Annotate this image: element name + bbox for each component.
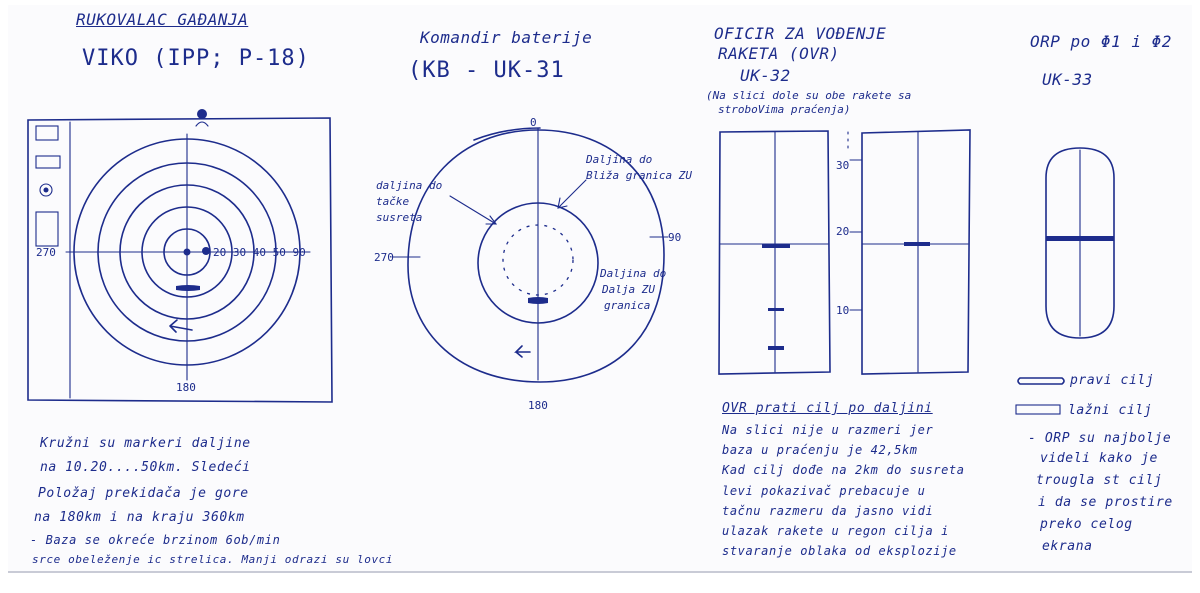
center-dot [183, 248, 191, 256]
strip-button-1 [35, 125, 59, 141]
p1-note-5: - Baza se okreće brzinom 6ob/min [30, 533, 281, 547]
p2-label-tacke-1: daljina do [376, 179, 443, 192]
p2-subtitle: (KB - UK-31 [408, 58, 565, 83]
north-marker [197, 109, 207, 119]
p3-note-6: tačnu razmeru da jasno vidi [722, 504, 934, 518]
p3-subtitle: UK-32 [740, 66, 791, 85]
p3-tick-10: 10 [836, 304, 850, 317]
p3-caption-1: (Na slici dole su obe rakete sa [706, 89, 912, 102]
ovr-left-strobe-1 [762, 244, 790, 248]
p1-range-scale: 20 30 40 50 90 [213, 246, 306, 259]
p2-label-dalja-2: Dalja ZU [602, 283, 655, 296]
north-cap [195, 121, 209, 127]
p4-note-6: ekrana [1042, 539, 1093, 554]
p3-caption-2: stroboVima praćenja) [718, 103, 851, 116]
p2-label-bliza-2: Bliža granica ZU [586, 169, 692, 182]
p3-tick-30: 30 [836, 159, 850, 172]
p4-note-1: - ORP su najbolje [1028, 431, 1172, 446]
ovr-left-strobe-2 [768, 308, 784, 311]
ppi-screen [27, 109, 333, 403]
ovr-right-strobe [904, 242, 930, 246]
outer-screen [407, 129, 665, 383]
orp-screen-outline [1045, 147, 1115, 339]
p3-tick-20: 20 [836, 225, 850, 238]
target-blip-2 [176, 285, 200, 291]
arrow-bliza [557, 179, 587, 209]
ovr-scale-ticks [849, 159, 863, 311]
p3-title: OFICIR ZA VOĐENJE [714, 24, 887, 43]
orp-screen [1015, 147, 1115, 415]
p1-subtitle: VIKO (IPP; P-18) [82, 46, 310, 71]
p4-note-2: videli kako je [1040, 451, 1158, 466]
orp-target-band [1046, 236, 1114, 241]
p4-title: ORP po Φ1 i Φ2 [1030, 32, 1172, 51]
p1-note-3: Položaj prekidača je gore [38, 486, 249, 501]
p2-label-tacke-3: susreta [376, 211, 423, 224]
p3-note-3: baza u praćenju je 42,5km [722, 443, 918, 457]
p3-note-7: ulazak rakete u regon cilja i [722, 524, 949, 538]
ovr-left-strobe-3 [768, 346, 784, 350]
kb-top-arc [473, 127, 541, 141]
strip-slot [35, 211, 59, 247]
p4-note-3: trougla st cilj [1036, 473, 1163, 488]
p2-tick-180: 180 [528, 399, 548, 412]
p1-note-2: na 10.20....50km. Sledeći [40, 460, 251, 475]
p3-title-2: RAKETA (OVR) [718, 44, 840, 63]
p4-note-4: i da se prostire [1038, 495, 1173, 510]
p3-note-1: OVR prati cilj po daljini [722, 401, 933, 416]
legend-true-symbol [1017, 377, 1065, 385]
legend-true-label: pravi cilj [1070, 373, 1155, 388]
strip-button-2 [35, 155, 61, 169]
p1-tick-180: 180 [176, 381, 196, 394]
p2-title: Komandir baterije [420, 28, 593, 47]
target-blip-1 [202, 247, 210, 255]
p2-label-bliza-1: Daljina do [586, 153, 653, 166]
ovr-right-screen [861, 129, 971, 375]
legend-false-symbol [1015, 404, 1061, 415]
p2-label-dalja-1: Daljina do [600, 267, 667, 280]
p2-tick-0: 0 [530, 116, 537, 129]
p4-subtitle: UK-33 [1042, 70, 1093, 89]
p1-title: RUKOVALAC GAĐANJA [76, 10, 249, 29]
p3-note-8: stvaranje oblaka od eksplozije [722, 544, 957, 558]
paper-sheet [8, 5, 1192, 573]
ovr-screens [718, 129, 971, 375]
ovr-left-screen [718, 130, 831, 375]
p1-note-6: srce obeleženje ic strelica. Manji odraz… [32, 553, 394, 566]
p3-note-4: Kad cilj dođe na 2km do susreta [722, 463, 965, 477]
screen-frame [27, 117, 333, 403]
legend-false-label: lažni cilj [1068, 403, 1153, 418]
p2-label-dalja-3: granica [604, 299, 651, 312]
rotation-arrow [169, 319, 193, 333]
p4-note-5: preko celog [1040, 517, 1133, 532]
strip-knob [39, 183, 53, 197]
p3-note-5: levi pokazivač prebacuje u [722, 484, 926, 498]
p2-tick-270: 270 [374, 251, 394, 264]
kb-rotation-arrow [514, 345, 531, 358]
kb-screen [391, 127, 669, 383]
p1-note-4: na 180km i na kraju 360km [34, 510, 245, 525]
p3-note-2: Na slici nije u razmeri jer [722, 423, 934, 437]
p2-tick-90: 90 [668, 231, 682, 244]
p1-tick-270: 270 [36, 246, 56, 259]
p1-note-1: Kružni su markeri daljine [40, 436, 251, 451]
kb-axis-ticks [391, 236, 669, 258]
p2-label-tacke-2: tačke [376, 195, 410, 208]
arrow-tacke [449, 195, 498, 225]
kb-target [528, 297, 548, 304]
